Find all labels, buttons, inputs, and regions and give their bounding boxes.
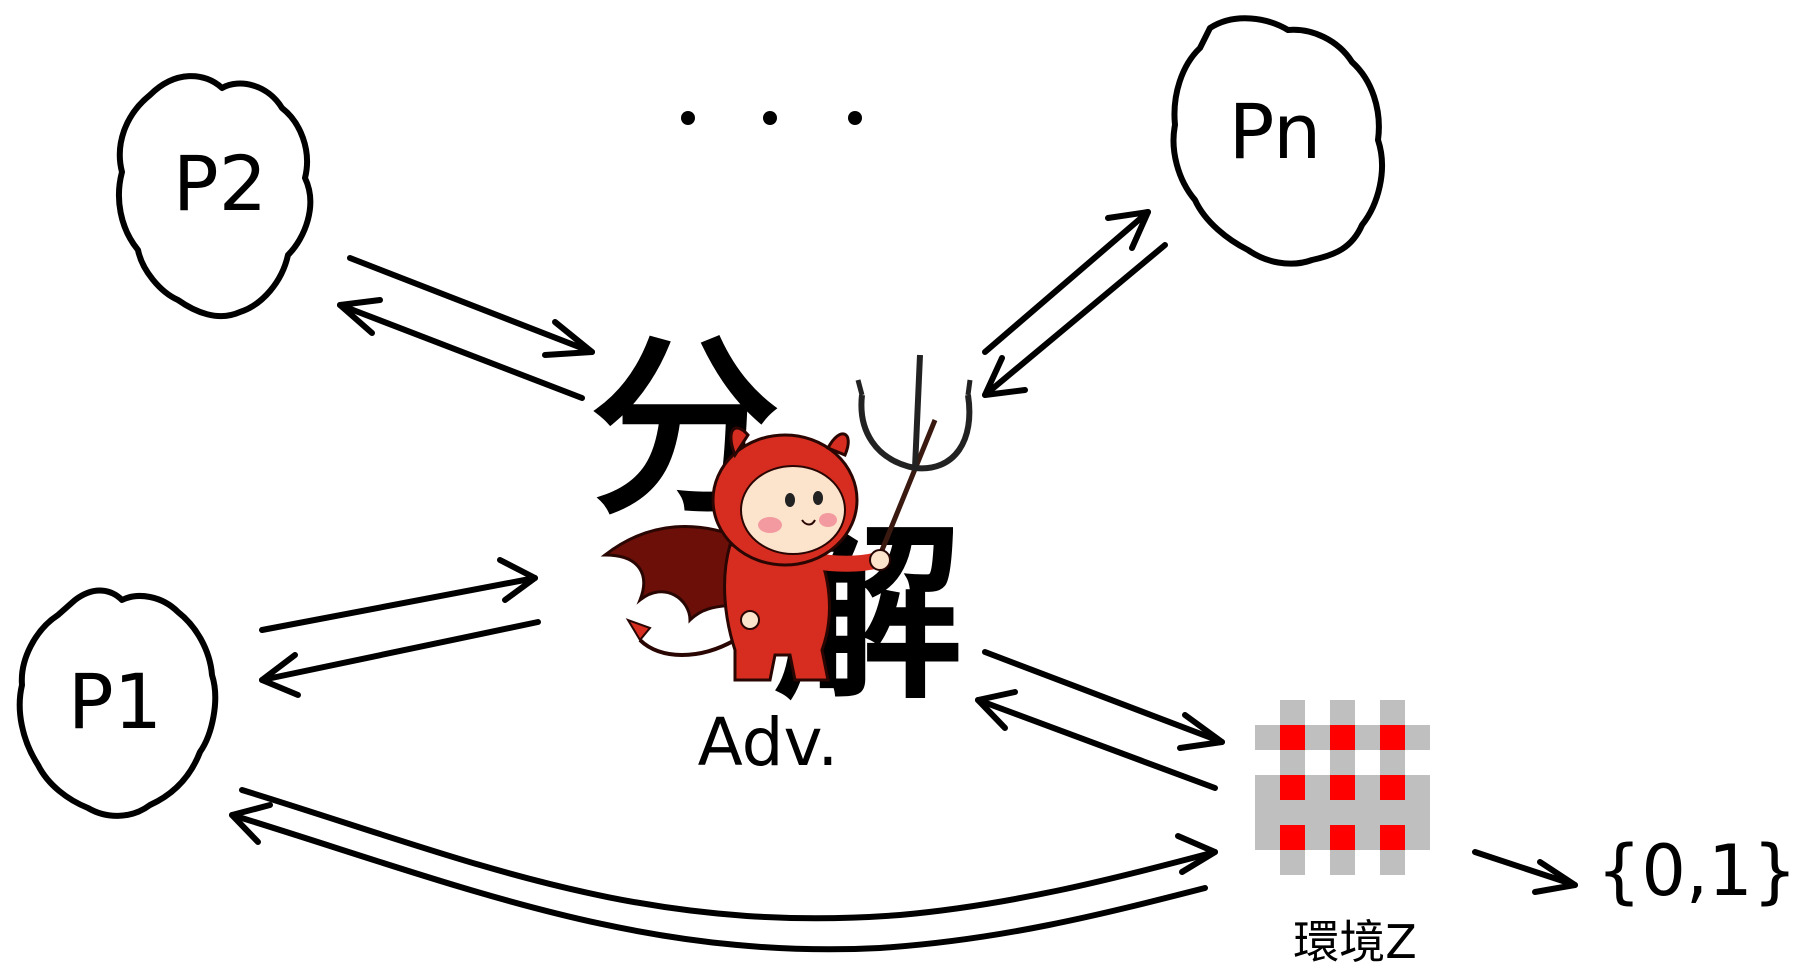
output-label: {0,1}: [1597, 830, 1797, 912]
party-pn-outline: [1170, 15, 1385, 267]
arrows: [229, 209, 1578, 953]
checker-cell: [1280, 800, 1305, 825]
party-p1: P1: [16, 587, 219, 819]
checker-cell: [1255, 800, 1280, 825]
party-pn: Pn: [1170, 15, 1385, 267]
party-p2-outline: [115, 73, 314, 319]
party-pn-label: Pn: [1229, 87, 1322, 176]
checker-cell: [1255, 725, 1280, 750]
checker-cell: [1355, 750, 1380, 775]
checker-cell: [1380, 750, 1405, 775]
checker-cell: [1405, 850, 1430, 875]
checker-cell: [1330, 850, 1355, 875]
checker-cell: [1380, 775, 1405, 800]
checker-cell: [1280, 700, 1305, 725]
checker-cell: [1255, 775, 1280, 800]
party-p1-label: P1: [68, 657, 162, 746]
environment-z: 環境Z: [1255, 700, 1430, 968]
checker-cell: [1405, 800, 1430, 825]
arrow-p2-to-adversary: [347, 255, 595, 358]
arrow-pn-to-adversary: [982, 242, 1168, 398]
more-parties-ellipsis: ・・・: [0, 0, 862, 125]
checker-cell: [1280, 775, 1305, 800]
arrow-adversary-to-p2: [337, 297, 585, 401]
checker-cell: [1305, 725, 1330, 750]
arrow-environment-to-output: [1472, 849, 1578, 895]
checker-cell: [1305, 700, 1330, 725]
arrow-environment-to-adversary: [975, 689, 1218, 791]
ellipsis-dot: [763, 111, 777, 125]
adversary: 分 解: [590, 317, 973, 781]
checker-cell: [1330, 750, 1355, 775]
checker-cell: [1355, 725, 1380, 750]
checker-cell: [1255, 825, 1280, 850]
checker-cell: [1405, 725, 1430, 750]
checker-cell: [1355, 850, 1380, 875]
arrow-adversary-to-pn: [982, 209, 1151, 355]
checker-cell: [1355, 825, 1380, 850]
arrow-p1-to-environment: [239, 787, 1218, 922]
checker-cell: [1305, 850, 1330, 875]
checker-cell: [1330, 725, 1355, 750]
checker-cell: [1380, 800, 1405, 825]
party-p1-outline: [16, 587, 219, 819]
checker-cell: [1280, 725, 1305, 750]
checker-cell: [1330, 775, 1355, 800]
ellipsis-dot: [848, 111, 862, 125]
checker-cell: [1355, 800, 1380, 825]
checker-cell: [1305, 825, 1330, 850]
checker-cell: [1405, 825, 1430, 850]
devil-with-trident-icon: [600, 354, 973, 682]
checker-cell: [1280, 750, 1305, 775]
checker-cell: [1280, 825, 1305, 850]
checker-cell: [1255, 700, 1280, 725]
checker-cell: [1405, 775, 1430, 800]
checker-cell: [1305, 775, 1330, 800]
ellipsis-dot: [681, 111, 695, 125]
party-p2: P2: [115, 73, 314, 319]
checker-cell: [1355, 700, 1380, 725]
checker-cell: [1255, 750, 1280, 775]
checker-cell: [1280, 850, 1305, 875]
arrow-adversary-to-p1: [259, 619, 541, 698]
checker-cell: [1330, 825, 1355, 850]
party-p2-label: P2: [173, 139, 267, 228]
environment-checker-icon: [1255, 700, 1430, 875]
checker-cell: [1380, 725, 1405, 750]
checker-cell: [1380, 825, 1405, 850]
checker-cell: [1330, 700, 1355, 725]
checker-cell: [1380, 700, 1405, 725]
checker-cell: [1355, 775, 1380, 800]
arrow-environment-to-p1: [229, 802, 1208, 953]
checker-cell: [1405, 700, 1430, 725]
ellipsis-text: ・・・: [0, 0, 3, 1]
checker-cell: [1255, 850, 1280, 875]
arrow-adversary-to-environment: [982, 649, 1225, 751]
checker-cell: [1305, 750, 1330, 775]
checker-cell: [1405, 750, 1430, 775]
checker-cell: [1305, 800, 1330, 825]
arrow-p1-to-adversary: [259, 557, 538, 633]
checker-cell: [1380, 850, 1405, 875]
adversary-label: Adv.: [698, 704, 839, 781]
checker-cell: [1330, 800, 1355, 825]
environment-label: 環境Z: [1293, 915, 1417, 968]
